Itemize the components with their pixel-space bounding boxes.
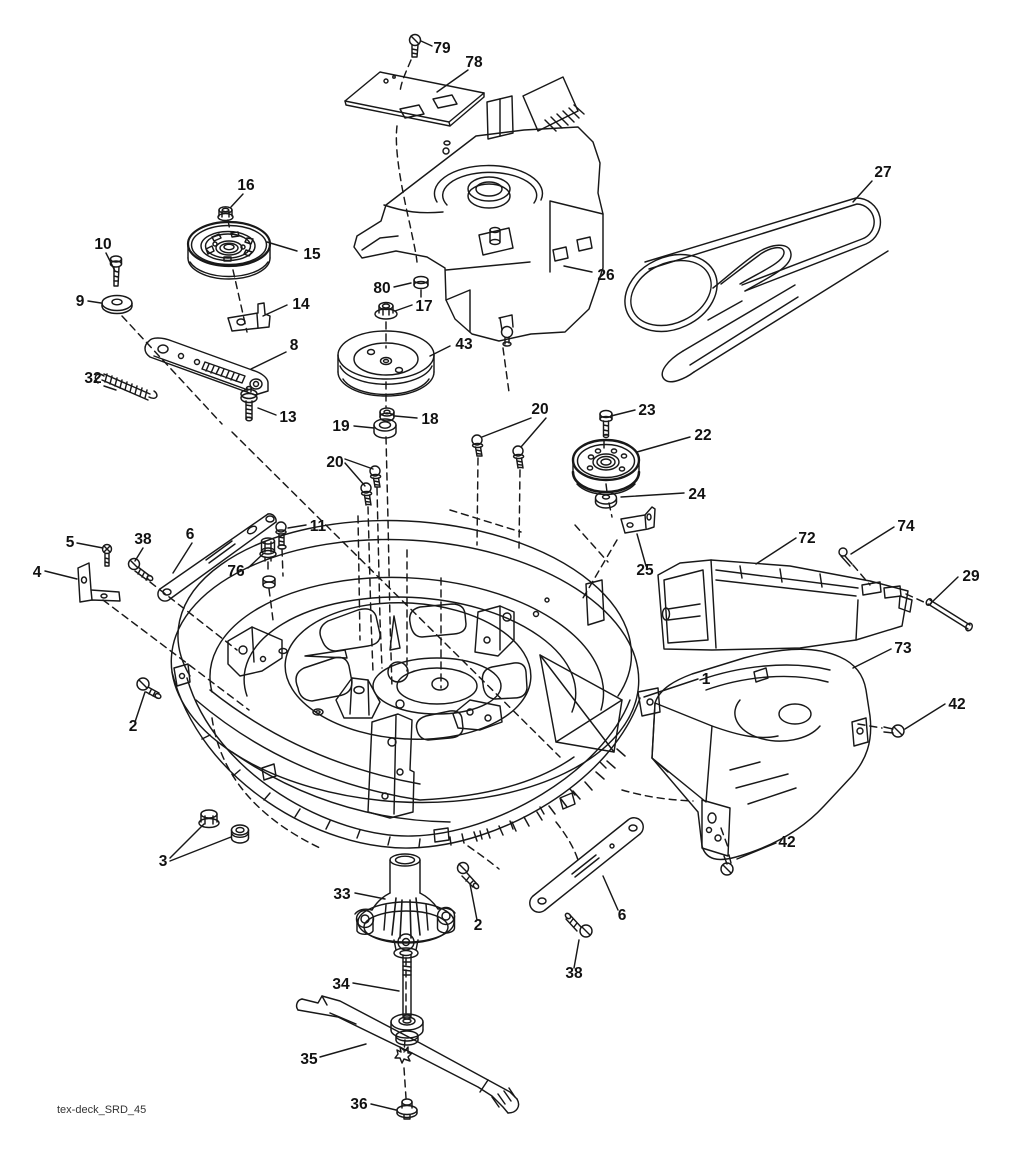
svg-text:42: 42 (778, 834, 795, 851)
svg-text:43: 43 (455, 336, 473, 353)
svg-text:74: 74 (897, 518, 915, 535)
svg-text:73: 73 (894, 640, 912, 657)
svg-text:32: 32 (84, 370, 101, 387)
svg-text:33: 33 (333, 886, 351, 903)
svg-text:15: 15 (303, 246, 321, 263)
svg-text:38: 38 (565, 965, 583, 982)
svg-text:78: 78 (465, 54, 483, 71)
svg-text:2: 2 (474, 917, 483, 934)
svg-text:72: 72 (798, 530, 815, 547)
svg-text:13: 13 (279, 409, 297, 426)
svg-text:20: 20 (531, 401, 548, 418)
svg-text:6: 6 (618, 907, 627, 924)
svg-text:42: 42 (948, 696, 965, 713)
svg-text:79: 79 (433, 40, 451, 57)
svg-text:35: 35 (300, 1051, 318, 1068)
svg-text:25: 25 (636, 562, 654, 579)
svg-text:6: 6 (186, 526, 195, 543)
svg-text:4: 4 (33, 564, 42, 581)
svg-text:34: 34 (332, 976, 350, 993)
svg-text:36: 36 (350, 1096, 368, 1113)
svg-text:8: 8 (290, 337, 299, 354)
svg-text:80: 80 (373, 280, 390, 297)
svg-text:5: 5 (66, 534, 75, 551)
svg-text:3: 3 (159, 853, 168, 870)
svg-text:14: 14 (292, 296, 310, 313)
svg-text:2: 2 (129, 718, 138, 735)
svg-text:22: 22 (694, 427, 711, 444)
svg-text:27: 27 (874, 164, 891, 181)
svg-text:23: 23 (638, 402, 656, 419)
svg-text:38: 38 (134, 531, 152, 548)
svg-text:17: 17 (415, 298, 432, 315)
svg-text:29: 29 (962, 568, 980, 585)
svg-text:10: 10 (94, 236, 111, 253)
svg-text:18: 18 (421, 411, 439, 428)
svg-text:20: 20 (326, 454, 343, 471)
svg-text:19: 19 (332, 418, 350, 435)
svg-text:24: 24 (688, 486, 706, 503)
svg-text:1: 1 (702, 671, 711, 688)
svg-text:9: 9 (76, 293, 85, 310)
svg-text:16: 16 (237, 177, 255, 194)
svg-text:tex-deck_SRD_45: tex-deck_SRD_45 (57, 1104, 146, 1116)
